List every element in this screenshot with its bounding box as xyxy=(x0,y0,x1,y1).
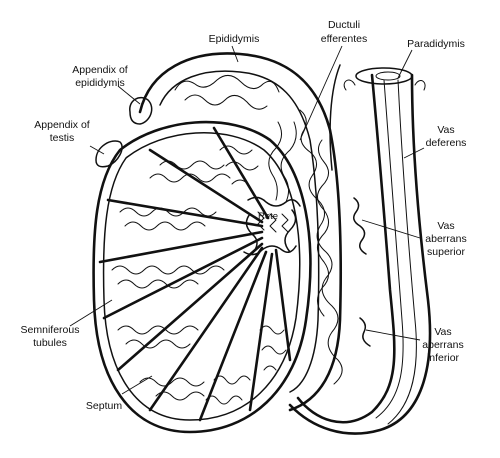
label-appendix-epididymis-line1: Appendix of xyxy=(72,64,128,76)
label-appendix-testis-line1: Appendix of xyxy=(34,119,90,131)
label-vas-aberrans-superior-line2: aberrans xyxy=(425,233,466,245)
ductuli-efferentes xyxy=(268,121,297,203)
appendix-of-testis-shape xyxy=(95,140,123,168)
label-appendix-epididymis-line2: epididymis xyxy=(75,77,125,89)
label-vas-aberrans-superior-line1: Vas xyxy=(437,220,454,232)
label-epididymis: Epididymis xyxy=(209,33,260,45)
testis-body xyxy=(92,120,312,434)
label-vas-deferens-line2: deferens xyxy=(426,137,467,149)
label-vas-aberrans-inferior-line1: Vas xyxy=(434,326,451,338)
appendix-of-epididymis-shape xyxy=(129,96,153,125)
label-paradidymis: Paradidymis xyxy=(407,38,465,50)
label-vas-aberrans-superior-line3: superior xyxy=(427,246,465,258)
seminiferous-tubules xyxy=(111,145,287,405)
label-seminiferous-line1: Semniferous xyxy=(21,324,80,336)
rete-testis xyxy=(243,196,301,256)
label-vas-aberrans-inferior-line2: aberrans xyxy=(422,339,463,351)
septa xyxy=(98,126,292,422)
epididymis-body xyxy=(138,52,343,412)
label-rete: Rete xyxy=(258,211,278,222)
leader-lines xyxy=(69,45,425,395)
label-seminiferous-line2: tubules xyxy=(33,337,67,349)
vas-aberrans xyxy=(353,197,371,347)
label-vas-aberrans-inferior-line3: inferior xyxy=(427,352,460,364)
vas-deferens xyxy=(288,64,432,435)
label-vas-deferens-line1: Vas xyxy=(437,124,454,136)
label-ductuli-efferentes-line2: efferentes xyxy=(321,33,368,45)
label-septum: Septum xyxy=(86,400,122,412)
label-ductuli-efferentes-line1: Ductuli xyxy=(328,19,360,31)
label-appendix-testis-line2: testis xyxy=(50,132,75,144)
